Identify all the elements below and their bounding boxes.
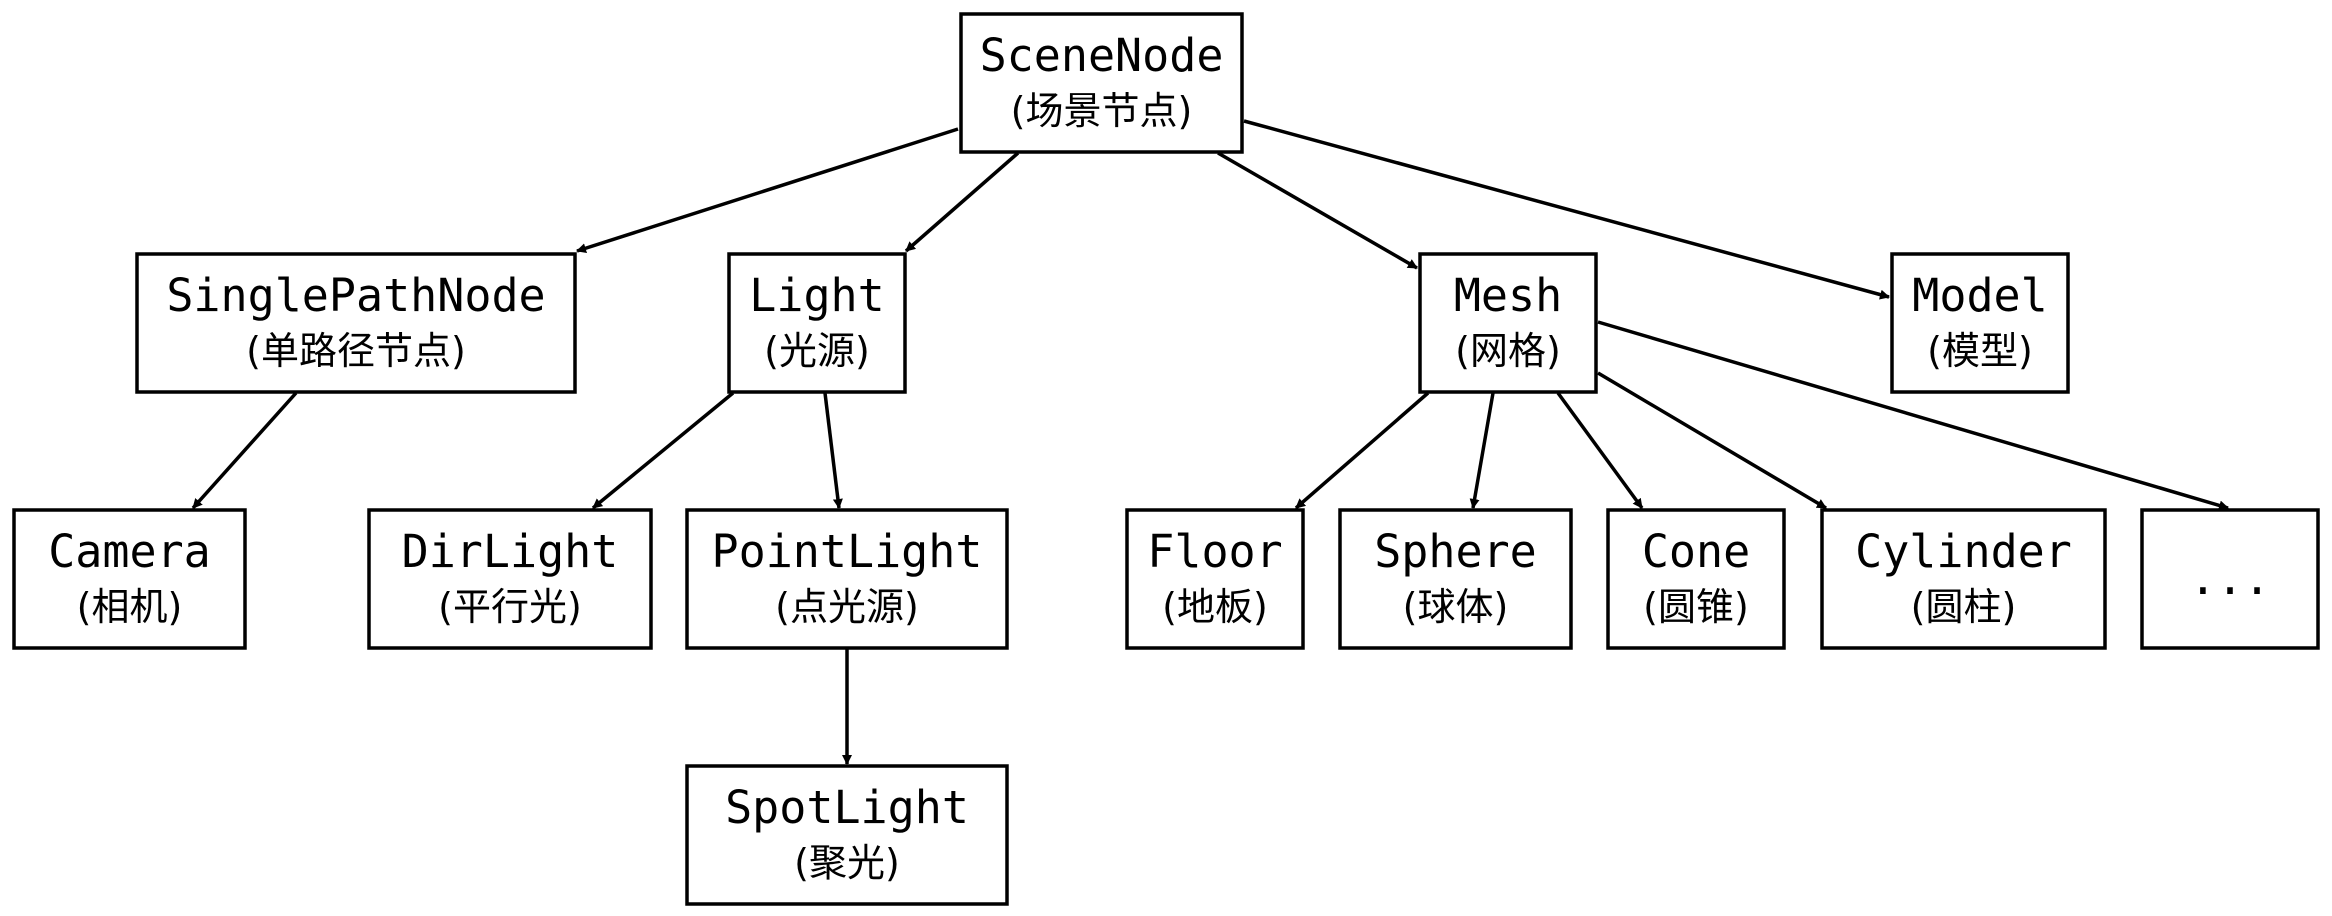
node-name: Mesh (1454, 269, 1562, 322)
node-box (2140, 508, 2320, 650)
node-subtitle: (地板) (1162, 585, 1268, 629)
node-subtitle: (场景节点) (1011, 89, 1193, 133)
node-subtitle: (光源) (764, 329, 870, 373)
node-spot-light: SpotLight (聚光) (685, 764, 1009, 906)
node-camera: Camera (相机) (12, 508, 247, 650)
node-light: Light (光源) (727, 252, 907, 394)
arrow-scene-node-to-light (904, 151, 1020, 253)
node-single-path-node: SinglePathNode (单路径节点) (135, 252, 577, 394)
node-more: ... (2140, 508, 2320, 650)
node-box (1338, 508, 1573, 650)
node-subtitle: (平行光) (438, 585, 582, 629)
arrow-mesh-to-floor (1294, 391, 1430, 510)
node-model: Model (模型) (1890, 252, 2070, 394)
node-name: Light (749, 269, 884, 322)
node-box (727, 252, 907, 394)
node-box (1418, 252, 1598, 394)
node-name: ... (2189, 552, 2270, 605)
node-name: Cone (1642, 525, 1750, 578)
arrow-mesh-to-more (1597, 320, 2229, 511)
node-name: Floor (1147, 525, 1282, 578)
node-cone: Cone (圆锥) (1606, 508, 1786, 650)
node-subtitle: (网格) (1455, 329, 1561, 373)
node-box (959, 12, 1244, 154)
node-subtitle: (圆锥) (1643, 585, 1749, 629)
arrow-mesh-to-cone (1556, 391, 1644, 510)
node-scene-node: SceneNode (场景节点) (959, 12, 1244, 154)
node-box (12, 508, 247, 650)
node-box (685, 764, 1009, 906)
arrow-scene-node-to-model (1243, 119, 1890, 300)
arrow-mesh-to-cylinder (1597, 371, 1827, 510)
node-name: SceneNode (980, 29, 1224, 82)
arrow-scene-node-to-mesh (1217, 151, 1418, 270)
node-name: Model (1912, 269, 2047, 322)
edges-layer (191, 119, 2229, 765)
node-name: SpotLight (725, 781, 969, 834)
node-box (1890, 252, 2070, 394)
node-name: PointLight (712, 525, 983, 578)
arrow-scene-node-to-single-path-node (576, 127, 959, 254)
node-subtitle: (球体) (1403, 585, 1509, 629)
node-dir-light: DirLight (平行光) (367, 508, 653, 650)
node-subtitle: (相机) (77, 585, 183, 629)
node-name: Sphere (1374, 525, 1537, 578)
node-box (685, 508, 1009, 650)
node-box (1820, 508, 2107, 650)
arrow-light-to-dir-light (591, 391, 735, 510)
arrow-light-to-point-light (823, 392, 843, 509)
node-point-light: PointLight (点光源) (685, 508, 1009, 650)
node-box (135, 252, 577, 394)
node-name: Camera (48, 525, 211, 578)
node-subtitle: (模型) (1927, 329, 2033, 373)
node-floor: Floor (地板) (1125, 508, 1305, 650)
node-name: DirLight (402, 525, 619, 578)
node-name: SinglePathNode (166, 269, 545, 322)
node-subtitle: (圆柱) (1911, 585, 2017, 629)
node-mesh: Mesh (网格) (1418, 252, 1598, 394)
node-box (1125, 508, 1305, 650)
node-subtitle: (单路径节点) (246, 329, 466, 373)
node-sphere: Sphere (球体) (1338, 508, 1573, 650)
arrow-single-path-node-to-camera (191, 391, 298, 510)
arrow-mesh-to-sphere (1469, 392, 1495, 509)
node-subtitle: (聚光) (794, 841, 900, 885)
node-box (1606, 508, 1786, 650)
node-name: Cylinder (1855, 525, 2072, 578)
node-subtitle: (点光源) (775, 585, 919, 629)
node-cylinder: Cylinder (圆柱) (1820, 508, 2107, 650)
node-box (367, 508, 653, 650)
